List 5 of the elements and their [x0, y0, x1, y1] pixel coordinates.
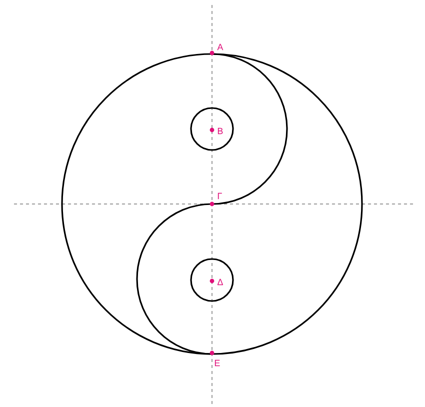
point-label: A [217, 44, 224, 50]
point-label: Γ [218, 192, 222, 200]
point-label: Δ [217, 278, 223, 286]
point-label: B [218, 128, 223, 134]
point-label: E [214, 360, 220, 366]
